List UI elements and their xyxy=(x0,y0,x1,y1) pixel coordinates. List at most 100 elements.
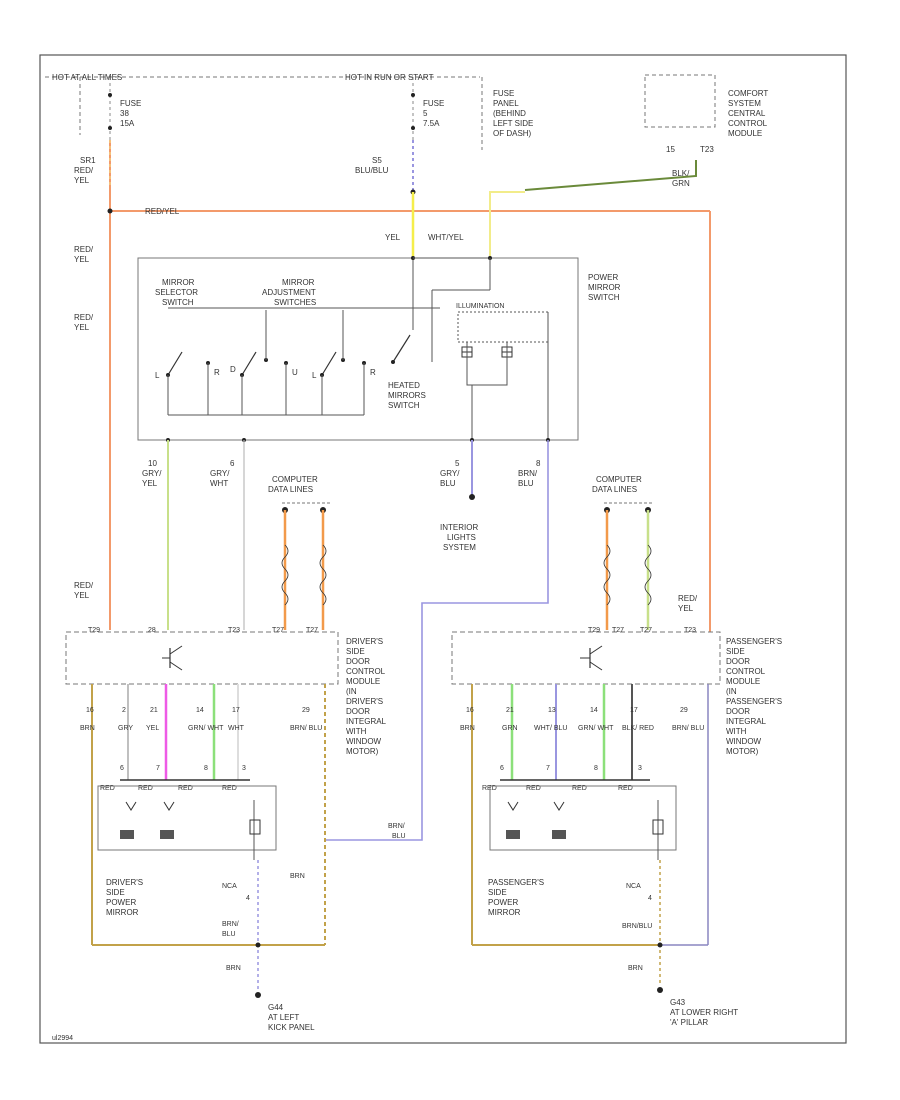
svg-text:CONTROL: CONTROL xyxy=(346,667,386,676)
svg-text:ADJUSTMENT: ADJUSTMENT xyxy=(262,288,316,297)
passenger-mirror-label: PASSENGER'S SIDE POWER MIRROR xyxy=(488,878,544,917)
svg-text:YEL: YEL xyxy=(146,725,159,732)
comfort-wire-label: BLK/ GRN xyxy=(672,169,690,188)
svg-text:8: 8 xyxy=(594,765,598,772)
svg-text:BLU: BLU xyxy=(440,479,456,488)
svg-text:MODULE: MODULE xyxy=(728,129,762,138)
wire-wht-yel xyxy=(489,191,525,258)
svg-text:7: 7 xyxy=(546,765,550,772)
wire-red-yel-h-label: RED/YEL xyxy=(145,207,180,216)
footer-code: ul2994 xyxy=(52,1035,73,1042)
svg-text:SIDE: SIDE xyxy=(488,888,507,897)
svg-text:BLU: BLU xyxy=(518,479,534,488)
driver-mirror-box xyxy=(97,785,277,851)
wire-brn-blu-switch xyxy=(325,440,549,841)
svg-text:BLK/: BLK/ xyxy=(672,169,690,178)
mark-r: R xyxy=(214,368,220,377)
svg-text:COMFORT: COMFORT xyxy=(728,89,768,98)
passenger-bottom-wires xyxy=(471,684,709,946)
driver-bottom-wires xyxy=(91,684,326,946)
wire-gry-wht-label: 6 GRY/ WHT xyxy=(210,459,235,488)
wire-red-yel-3-label: RED/ YEL xyxy=(74,313,94,332)
svg-text:PASSENGER'S: PASSENGER'S xyxy=(488,878,544,887)
mark-l: L xyxy=(155,371,160,380)
svg-text:4: 4 xyxy=(246,895,250,902)
svg-text:FUSE: FUSE xyxy=(423,99,444,108)
ground-g44 xyxy=(255,992,261,998)
svg-text:WINDOW: WINDOW xyxy=(346,737,382,746)
svg-text:DATA LINES: DATA LINES xyxy=(592,485,637,494)
power-mirror-switch-label: POWER MIRROR SWITCH xyxy=(588,273,621,302)
svg-text:MIRROR: MIRROR xyxy=(106,908,139,917)
svg-text:SWITCH: SWITCH xyxy=(588,293,620,302)
svg-text:SR1: SR1 xyxy=(80,156,96,165)
svg-text:YEL: YEL xyxy=(74,255,90,264)
svg-text:S5: S5 xyxy=(372,156,382,165)
wire-gry-yel-label: 10 GRY/ YEL xyxy=(142,459,162,488)
hot-at-all-times-label: HOT AT ALL TIMES xyxy=(52,73,122,82)
svg-text:SYSTEM: SYSTEM xyxy=(443,543,476,552)
mark-r2: R xyxy=(370,368,376,377)
svg-text:MIRROR: MIRROR xyxy=(488,908,521,917)
svg-text:MIRROR: MIRROR xyxy=(282,278,315,287)
svg-text:LIGHTS: LIGHTS xyxy=(447,533,476,542)
svg-text:DOOR: DOOR xyxy=(726,657,750,666)
wire-red-yel-r-label: RED/ YEL xyxy=(678,594,698,613)
svg-text:MOTOR): MOTOR) xyxy=(726,747,759,756)
svg-text:DATA LINES: DATA LINES xyxy=(268,485,313,494)
svg-text:RED/: RED/ xyxy=(74,166,94,175)
ground-g43-label: G43 AT LOWER RIGHT 'A' PILLAR xyxy=(670,998,738,1027)
driver-nca-label: NCA 4 xyxy=(222,883,250,902)
svg-text:INTEGRAL: INTEGRAL xyxy=(346,717,387,726)
svg-text:(IN: (IN xyxy=(726,687,737,696)
fuse-panel-label: FUSE PANEL (BEHIND LEFT SIDE OF DASH) xyxy=(493,89,533,138)
svg-text:YEL: YEL xyxy=(74,176,90,185)
svg-text:6: 6 xyxy=(230,459,235,468)
svg-text:BRN: BRN xyxy=(460,725,475,732)
driver-module-label: DRIVER'S SIDE DOOR CONTROL MODULE (IN DR… xyxy=(346,637,387,756)
driver-module-transistor xyxy=(162,645,183,671)
wire-blu-blu-label: S5 BLU/BLU xyxy=(355,156,389,175)
driver-module-box xyxy=(65,631,339,685)
svg-text:LEFT SIDE: LEFT SIDE xyxy=(493,119,533,128)
svg-text:16: 16 xyxy=(466,707,474,714)
svg-text:HEATED: HEATED xyxy=(388,381,420,390)
passenger-mirror-box xyxy=(489,785,677,851)
ground-g44-label: G44 AT LEFT KICK PANEL xyxy=(268,1003,315,1032)
svg-text:GRY/: GRY/ xyxy=(210,469,230,478)
svg-text:NCA: NCA xyxy=(626,883,641,890)
svg-text:17: 17 xyxy=(630,707,638,714)
data-lines-right-wires xyxy=(603,507,652,630)
svg-text:RED/: RED/ xyxy=(74,245,94,254)
mark-d: D xyxy=(230,365,236,374)
svg-text:'A' PILLAR: 'A' PILLAR xyxy=(670,1018,708,1027)
driver-brn-right-label: BRN xyxy=(290,873,305,880)
svg-text:DOOR: DOOR xyxy=(346,657,370,666)
svg-text:RED: RED xyxy=(482,785,497,792)
svg-text:BRN: BRN xyxy=(80,725,95,732)
svg-text:FUSE: FUSE xyxy=(493,89,514,98)
wire-red-yel-l-label: RED/ YEL xyxy=(74,581,94,600)
svg-text:SYSTEM: SYSTEM xyxy=(728,99,761,108)
svg-text:10: 10 xyxy=(148,459,157,468)
svg-text:GRY: GRY xyxy=(118,725,133,732)
svg-text:8: 8 xyxy=(536,459,541,468)
svg-text:POWER: POWER xyxy=(588,273,618,282)
svg-text:DRIVER'S: DRIVER'S xyxy=(106,878,143,887)
power-mirror-switch-box xyxy=(137,257,579,441)
svg-text:BLU: BLU xyxy=(222,931,236,938)
svg-text:BRN/ BLU: BRN/ BLU xyxy=(290,725,322,732)
svg-text:G43: G43 xyxy=(670,998,686,1007)
passenger-mirror-motors xyxy=(506,800,664,860)
svg-text:AT LEFT: AT LEFT xyxy=(268,1013,299,1022)
svg-text:14: 14 xyxy=(196,707,204,714)
passenger-module-transistor xyxy=(580,645,603,671)
svg-text:PASSENGER'S: PASSENGER'S xyxy=(726,697,782,706)
passenger-module-label: PASSENGER'S SIDE DOOR CONTROL MODULE (IN… xyxy=(726,637,782,756)
svg-text:RED/: RED/ xyxy=(74,581,94,590)
svg-text:38: 38 xyxy=(120,109,129,118)
mirror-adjustment-switches-label: MIRROR ADJUSTMENT SWITCHES xyxy=(262,278,316,307)
svg-text:CENTRAL: CENTRAL xyxy=(728,109,766,118)
svg-text:WHT/ BLU: WHT/ BLU xyxy=(534,725,567,732)
